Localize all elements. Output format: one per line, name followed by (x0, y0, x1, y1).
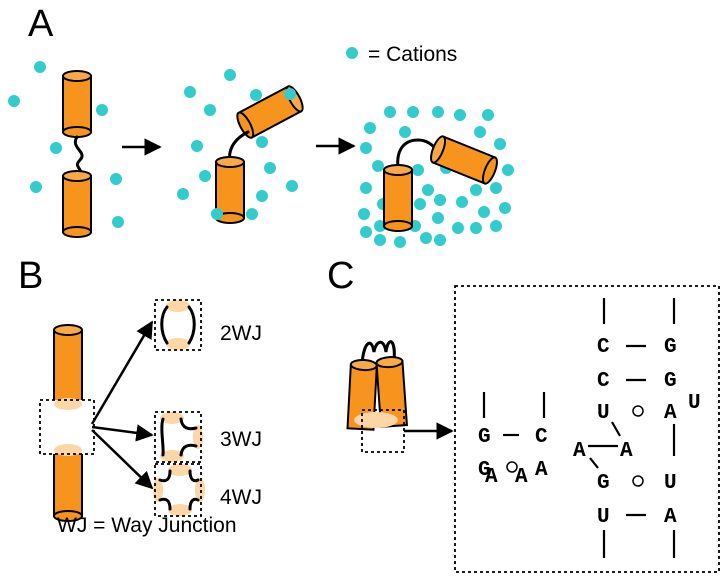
base: U (597, 506, 610, 529)
helix-cap (62, 70, 92, 82)
label-3wj: 3WJ (220, 428, 262, 451)
base: G (664, 370, 677, 393)
base: A (664, 402, 677, 425)
helix-state-3 (383, 135, 498, 232)
helix-state-1 (62, 70, 92, 238)
label-4wj: 4WJ (220, 486, 262, 509)
base: C (597, 370, 610, 393)
arrow-to-3wj (91, 424, 154, 442)
bond-circle (632, 475, 644, 487)
base: C (597, 336, 610, 359)
right-stem: C G C G U A U A A G U U A (573, 298, 701, 558)
junction-2wj: 2WJ (154, 299, 262, 351)
legend-cation-dot (346, 47, 358, 59)
junction-box-4wj (154, 463, 202, 517)
base: C (535, 426, 548, 449)
loop-base-2: A (515, 466, 528, 489)
bulge-base: U (688, 392, 701, 415)
base: A (664, 506, 677, 529)
base: G (478, 426, 491, 449)
cations-state-1 (8, 61, 124, 228)
footnote: WJ = Way Junction (57, 514, 237, 537)
sequence-box (454, 285, 720, 573)
legend-text: = Cations (368, 43, 457, 66)
helix-cylinder (383, 169, 413, 227)
left-stem: G C G A A (478, 392, 548, 482)
helix-cylinder (62, 75, 92, 133)
bond-circle (506, 461, 518, 473)
panel-label-b: B (18, 255, 43, 297)
base: U (664, 472, 677, 495)
helix-cap (383, 164, 413, 176)
bond-circle (632, 405, 644, 417)
helix-cap (215, 156, 245, 168)
arrow-to-4wj (91, 429, 154, 490)
base: A (573, 440, 586, 463)
panel-label-c: C (327, 255, 354, 297)
helix-cap (53, 324, 83, 336)
base: G (597, 472, 610, 495)
cations-state-2 (177, 69, 298, 220)
helix-state-2 (215, 85, 304, 224)
base: A (535, 459, 548, 482)
label-2wj: 2WJ (220, 322, 262, 345)
junction-4wj: 4WJ (153, 463, 262, 517)
helix-cylinder (62, 175, 92, 233)
junction-3wj: 3WJ (154, 411, 262, 463)
base: G (664, 336, 677, 359)
loop-base-1: A (485, 466, 498, 489)
helix-cylinder (215, 161, 245, 219)
base: A (620, 440, 633, 463)
helix-cap (62, 170, 92, 182)
base: U (597, 402, 610, 425)
linker (360, 340, 396, 366)
base: G (478, 459, 491, 482)
hairpin-helix (346, 340, 408, 453)
panel-label-a: A (28, 3, 54, 45)
helix-cap (430, 135, 447, 164)
junction-helix-b (39, 324, 95, 522)
arrow-to-2wj (90, 320, 154, 425)
